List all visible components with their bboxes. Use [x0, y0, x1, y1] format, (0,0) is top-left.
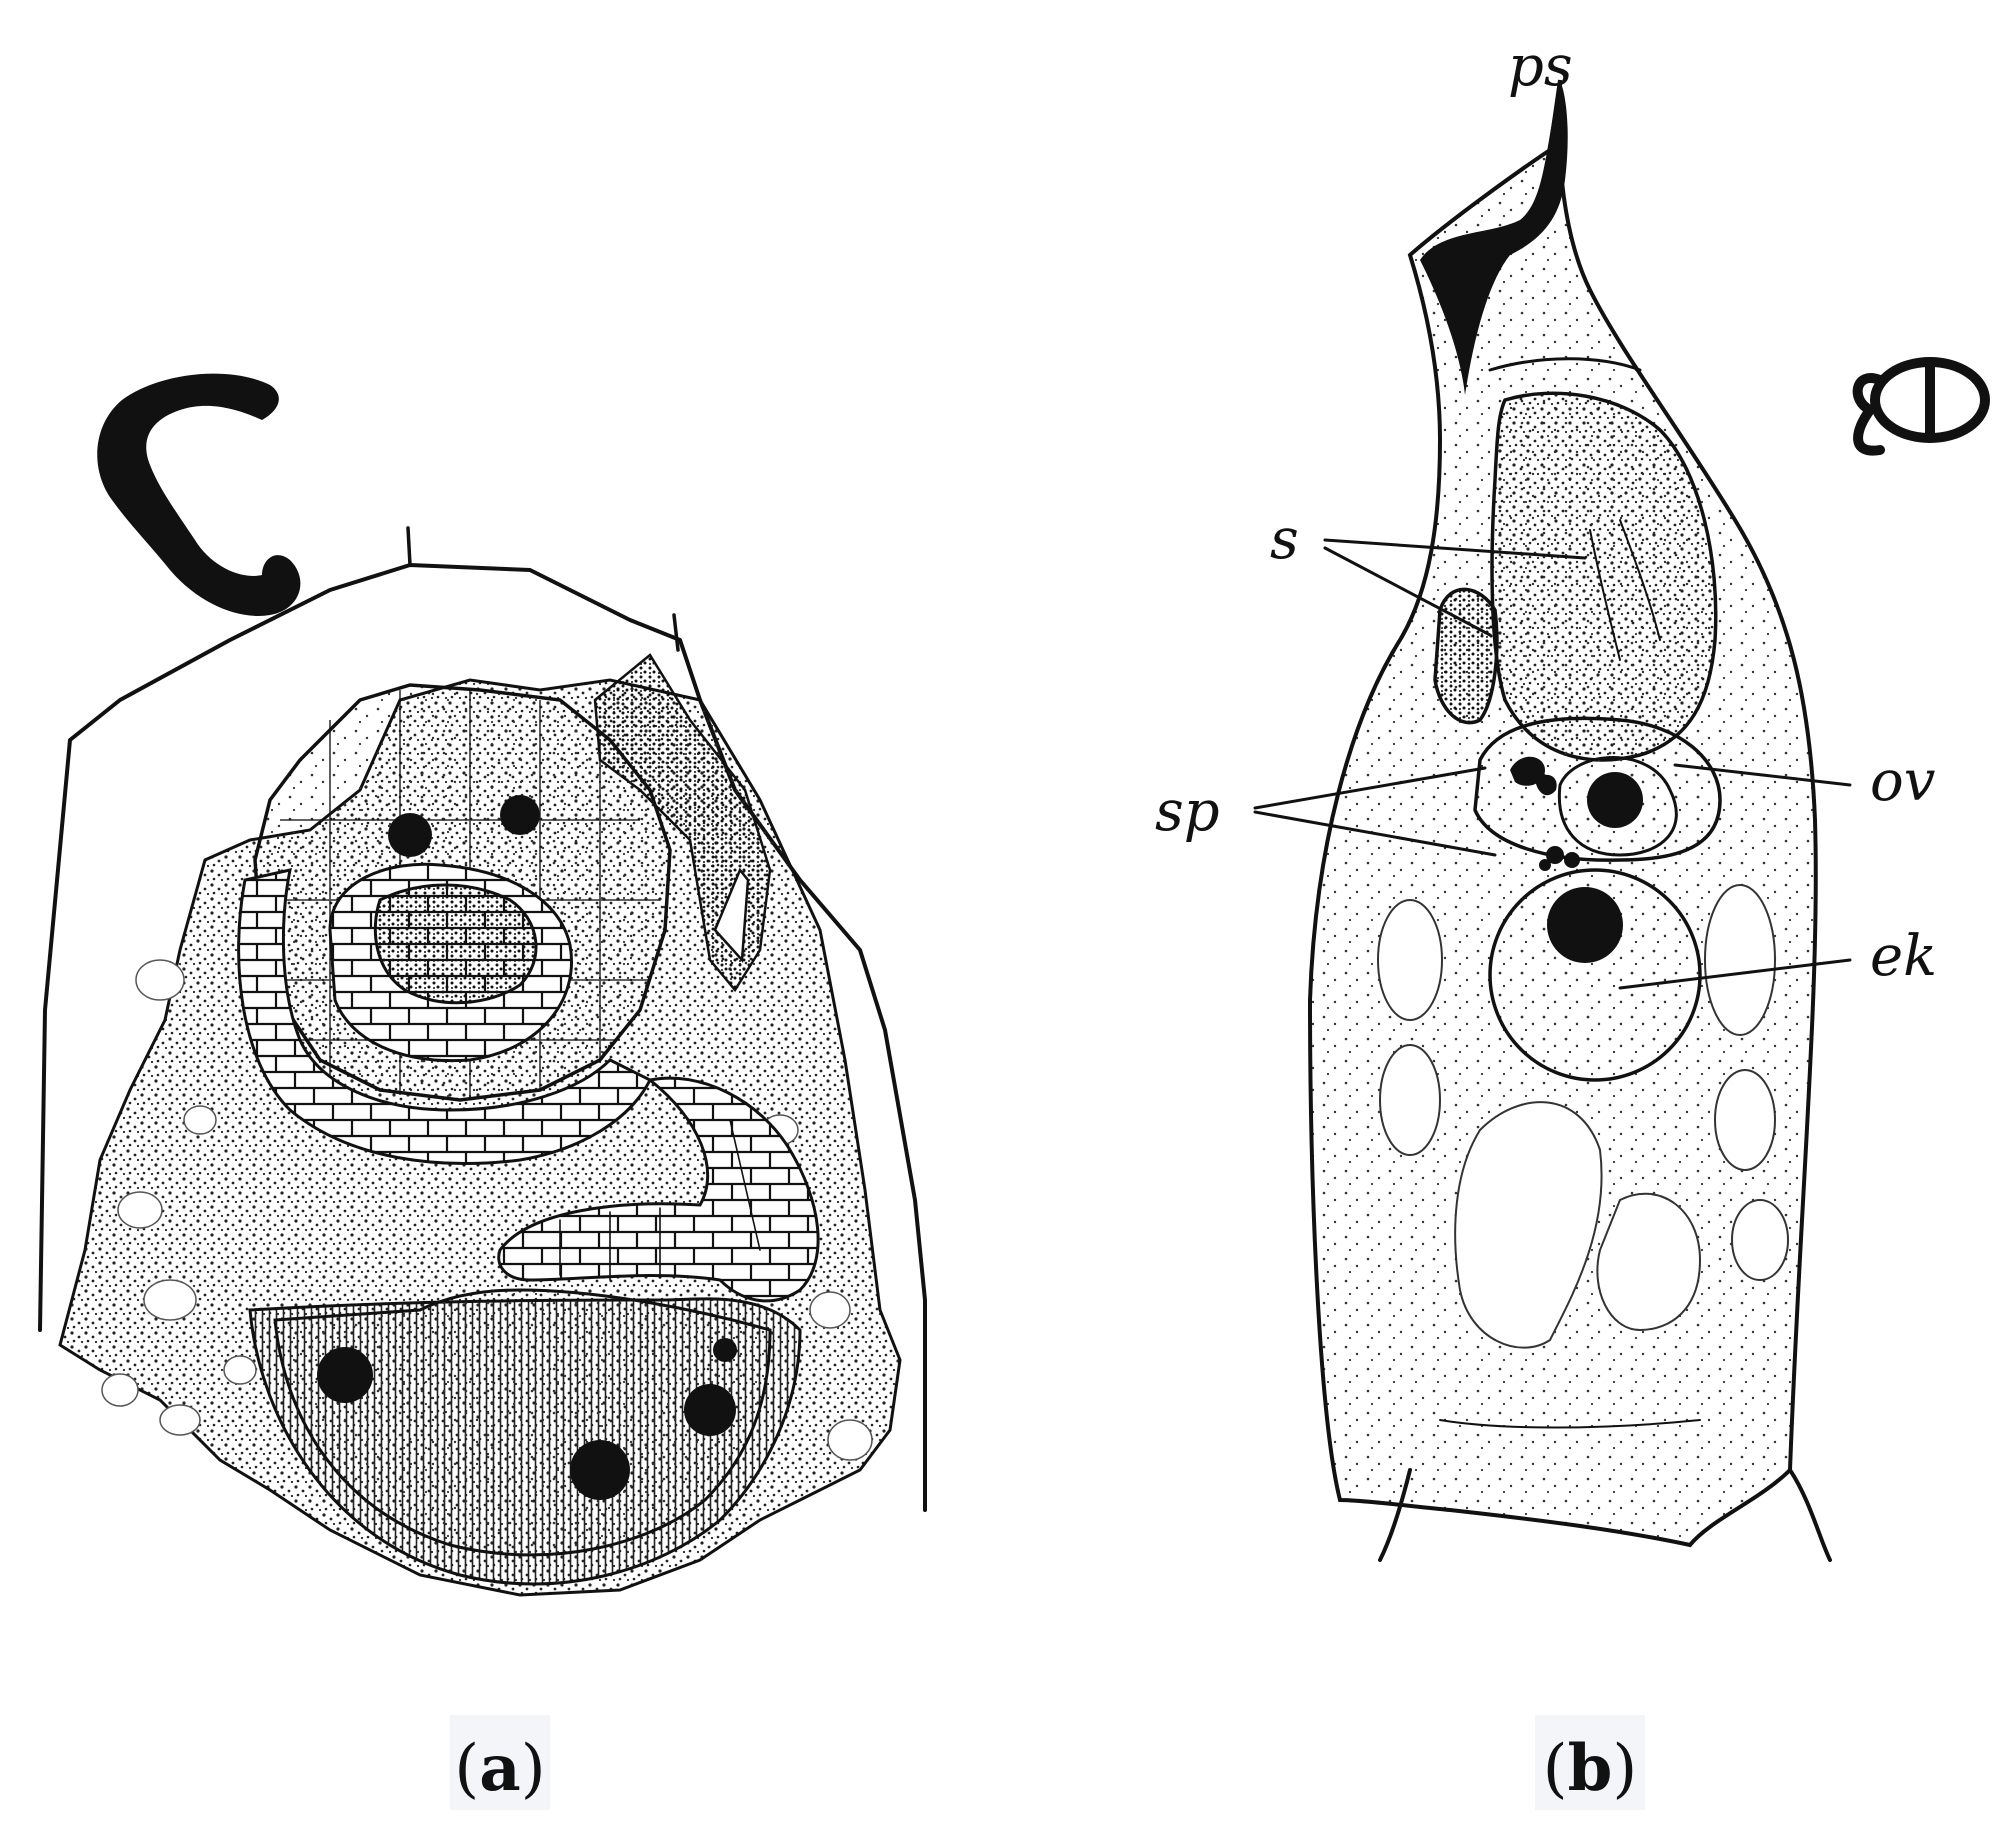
leader-s-1 [1323, 538, 1587, 560]
label-sp: sp [1155, 779, 1220, 844]
caption-b-open: ( [1543, 1732, 1568, 1806]
caption-b-letter: b [1568, 1731, 1613, 1806]
caption-a: (a) [450, 1715, 550, 1810]
label-s: s [1270, 507, 1299, 572]
label-ov: ov [1870, 749, 1936, 814]
caption-a-close: ) [521, 1732, 546, 1806]
panel-a-illustration [38, 526, 927, 1597]
panel-b-coil-fragment [1852, 357, 1990, 456]
panel-b-ps-structure [1420, 80, 1568, 395]
label-ps: ps [1508, 34, 1573, 99]
panel-a-nucleus-1 [388, 813, 432, 857]
caption-b: (b) [1535, 1715, 1645, 1810]
label-ek: ek [1870, 924, 1937, 989]
panel-b-leader-lines [1253, 538, 1852, 990]
caption-a-letter: a [479, 1731, 520, 1806]
panel-a-worm [497, 1076, 820, 1303]
panel-b-c-fragment [97, 373, 301, 616]
leader-ov [1673, 763, 1852, 787]
panel-b-ek-nucleus [1547, 887, 1623, 963]
panel-b-ov-nucleus [1587, 772, 1643, 828]
caption-b-background [1535, 1715, 1645, 1810]
panel-a-coil-core [373, 883, 538, 1005]
caption-b-close: ) [1612, 1732, 1637, 1806]
leader-s-2 [1323, 546, 1492, 637]
panel-a-nucleus-4 [684, 1384, 736, 1436]
leader-ek [1618, 958, 1852, 990]
panel-b-stalk [1378, 1468, 1832, 1562]
panel-b-illustration: ps s sp ov ek [97, 34, 1990, 1562]
caption-a-background [450, 1715, 550, 1810]
panel-b-synergid-small [1433, 587, 1499, 725]
panel-a-white-slit [713, 867, 750, 964]
panel-a-outer-wall [38, 563, 927, 1512]
panel-a-lower-cell [273, 1288, 772, 1557]
panel-a-nucleus-2 [500, 795, 540, 835]
panel-a-nucleus-3 [317, 1347, 373, 1403]
leader-sp-1 [1253, 766, 1487, 810]
panel-a-nucleus-5 [570, 1440, 630, 1500]
panel-b-vacuoles [1377, 884, 1789, 1349]
panel-b-sperm-marks [1510, 756, 1580, 871]
panel-a-nucleus-6 [713, 1338, 737, 1362]
svg-text:(a): (a) [454, 1731, 545, 1806]
panel-b-ek-cell [1488, 868, 1702, 1082]
caption-a-open: ( [454, 1732, 479, 1806]
svg-text:(b): (b) [1543, 1731, 1638, 1806]
leader-sp-2 [1253, 810, 1497, 857]
